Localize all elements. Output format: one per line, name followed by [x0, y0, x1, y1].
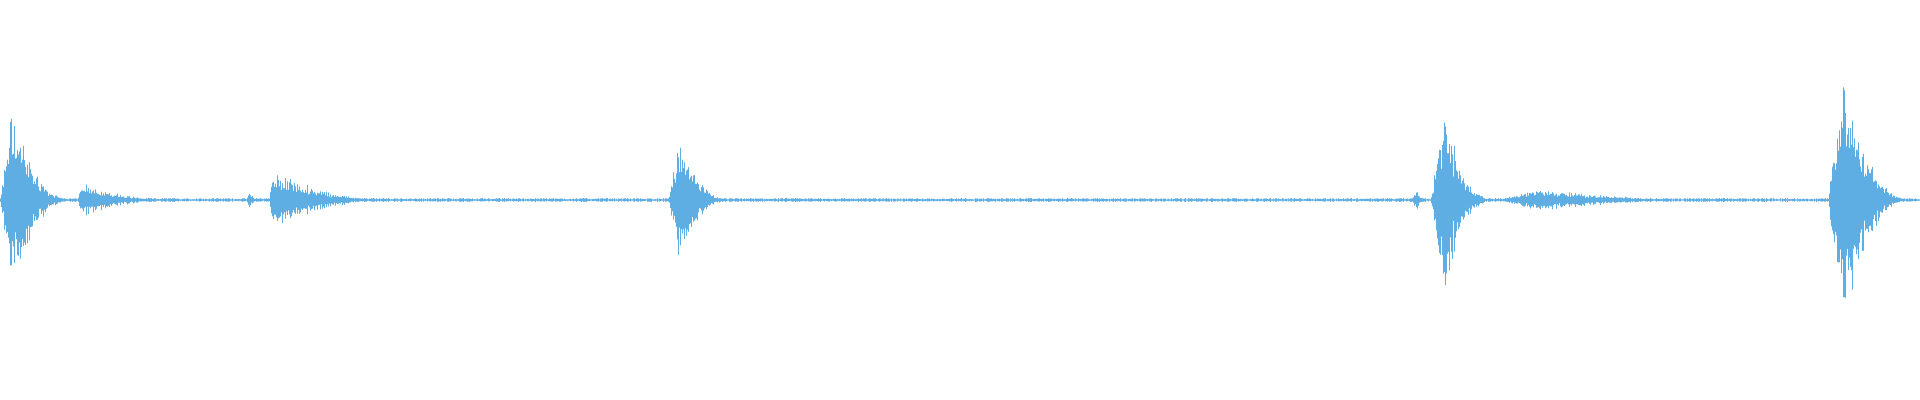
waveform-lines: [0, 87, 1920, 298]
